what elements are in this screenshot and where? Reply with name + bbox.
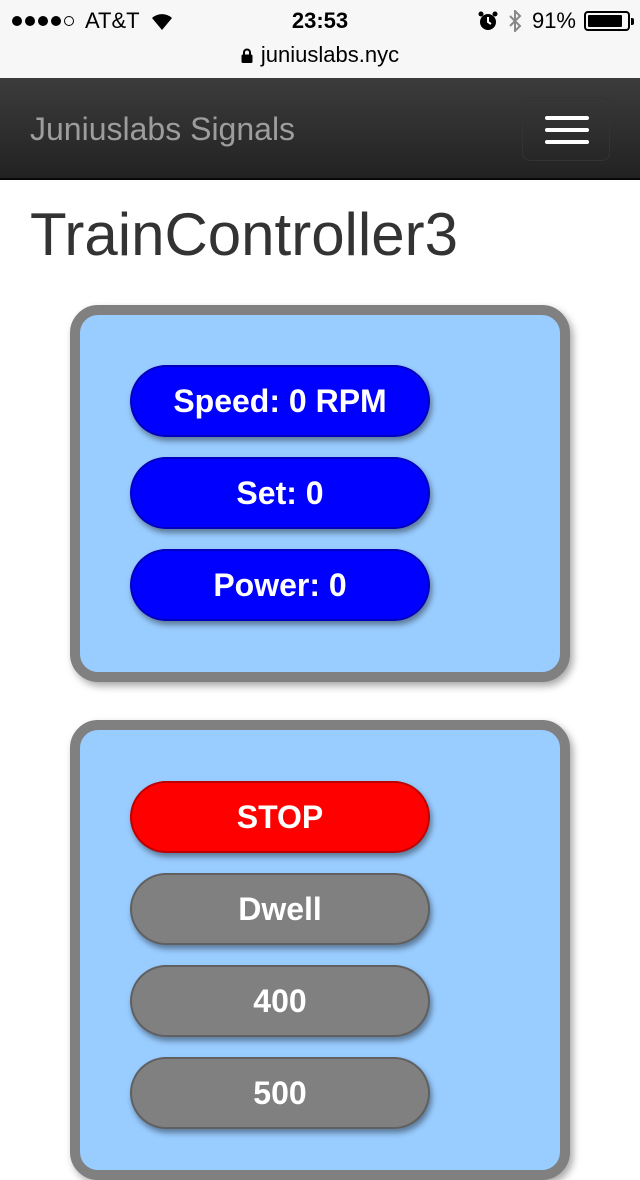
wifi-icon — [151, 14, 172, 30]
battery-percent: 91% — [531, 8, 576, 33]
carrier-label: AT&T — [85, 8, 140, 33]
navbar: Juniuslabs Signals — [0, 78, 640, 180]
lock-icon — [241, 48, 253, 63]
set-readout: Set: 0 — [130, 457, 430, 529]
power-readout: Power: 0 — [130, 549, 430, 621]
speed-readout: Speed: 0 RPM — [130, 365, 430, 437]
page-title: TrainController3 — [30, 201, 458, 268]
address-bar[interactable]: juniuslabs.nyc — [0, 40, 640, 70]
speed-400-button[interactable]: 400 — [130, 965, 430, 1037]
control-panel: STOP Dwell 400 500 — [70, 720, 570, 1180]
status-panel: Speed: 0 RPM Set: 0 Power: 0 — [70, 305, 570, 682]
status-bar: AT&T 23:53 91% juniusl — [0, 0, 640, 78]
navbar-toggle-button[interactable] — [522, 97, 610, 161]
speed-500-button[interactable]: 500 — [130, 1057, 430, 1129]
signal-dots-icon — [12, 16, 77, 26]
alarm-icon — [478, 11, 498, 30]
bluetooth-icon — [509, 10, 522, 32]
clock: 23:53 — [291, 8, 349, 33]
battery-icon — [584, 11, 634, 31]
dwell-button[interactable]: Dwell — [130, 873, 430, 945]
navbar-brand[interactable]: Juniuslabs Signals — [30, 111, 296, 147]
url-text: juniuslabs.nyc — [260, 42, 400, 67]
stop-button[interactable]: STOP — [130, 781, 430, 853]
